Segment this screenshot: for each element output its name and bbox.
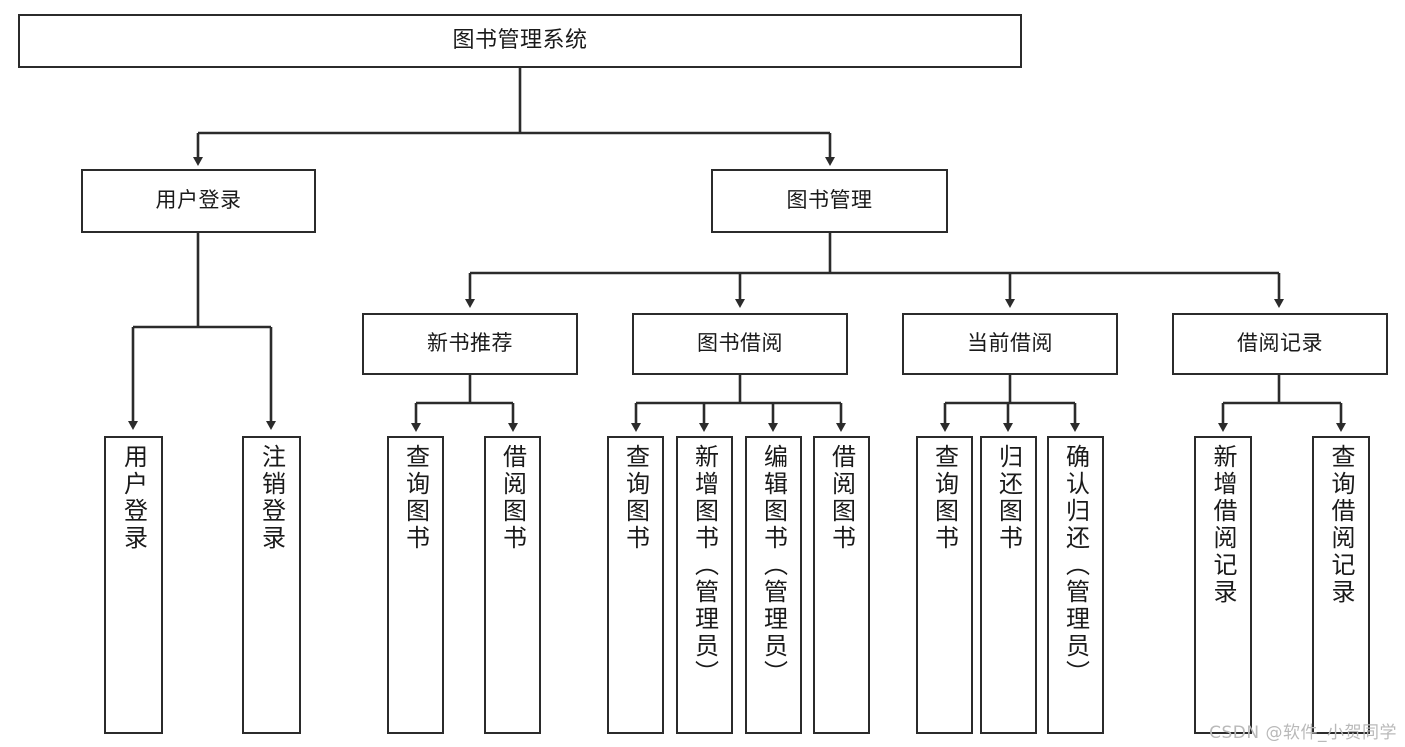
node-leaf-query-book-2-label: 查询图书 bbox=[621, 444, 650, 552]
node-leaf-query-record[interactable]: 查询借阅记录 bbox=[1312, 436, 1370, 734]
node-leaf-logout-login[interactable]: 注销登录 bbox=[242, 436, 301, 734]
node-leaf-edit-book[interactable]: 编辑图书（管理员） bbox=[745, 436, 802, 734]
node-root-label: 图书管理系统 bbox=[452, 27, 588, 53]
node-new-book-rec[interactable]: 新书推荐 bbox=[362, 313, 578, 375]
node-current-borrow-label: 当前借阅 bbox=[967, 331, 1053, 356]
node-leaf-query-book-1[interactable]: 查询图书 bbox=[387, 436, 444, 734]
node-new-book-rec-label: 新书推荐 bbox=[427, 331, 513, 356]
node-book-borrow[interactable]: 图书借阅 bbox=[632, 313, 848, 375]
node-book-manage[interactable]: 图书管理 bbox=[711, 169, 948, 233]
node-leaf-borrow-book-1[interactable]: 借阅图书 bbox=[484, 436, 541, 734]
csdn-watermark: CSDN @软件_小贺同学 bbox=[1209, 723, 1397, 743]
node-leaf-add-book[interactable]: 新增图书（管理员） bbox=[676, 436, 733, 734]
node-root[interactable]: 图书管理系统 bbox=[18, 14, 1022, 68]
node-leaf-logout-login-label: 注销登录 bbox=[257, 444, 286, 552]
node-leaf-return-book-label: 归还图书 bbox=[994, 444, 1023, 552]
node-leaf-borrow-book-1-label: 借阅图书 bbox=[498, 444, 527, 552]
node-user-login[interactable]: 用户登录 bbox=[81, 169, 316, 233]
node-leaf-borrow-book-2[interactable]: 借阅图书 bbox=[813, 436, 870, 734]
node-leaf-confirm-return-label: 确认归还（管理员） bbox=[1061, 444, 1090, 687]
node-leaf-confirm-return[interactable]: 确认归还（管理员） bbox=[1047, 436, 1104, 734]
node-current-borrow[interactable]: 当前借阅 bbox=[902, 313, 1118, 375]
node-borrow-record[interactable]: 借阅记录 bbox=[1172, 313, 1388, 375]
node-leaf-query-book-1-label: 查询图书 bbox=[401, 444, 430, 552]
node-leaf-user-login[interactable]: 用户登录 bbox=[104, 436, 163, 734]
node-leaf-query-record-label: 查询借阅记录 bbox=[1327, 444, 1355, 606]
node-leaf-query-book-3[interactable]: 查询图书 bbox=[916, 436, 973, 734]
node-leaf-edit-book-label: 编辑图书（管理员） bbox=[759, 444, 788, 687]
node-leaf-query-book-2[interactable]: 查询图书 bbox=[607, 436, 664, 734]
node-leaf-add-book-label: 新增图书（管理员） bbox=[690, 444, 719, 687]
node-leaf-user-login-label: 用户登录 bbox=[119, 444, 148, 552]
node-user-login-label: 用户登录 bbox=[155, 188, 242, 213]
node-leaf-add-record-label: 新增借阅记录 bbox=[1209, 444, 1237, 606]
node-leaf-add-record[interactable]: 新增借阅记录 bbox=[1194, 436, 1252, 734]
node-book-borrow-label: 图书借阅 bbox=[697, 331, 783, 356]
node-leaf-return-book[interactable]: 归还图书 bbox=[980, 436, 1037, 734]
node-leaf-borrow-book-2-label: 借阅图书 bbox=[827, 444, 856, 552]
node-borrow-record-label: 借阅记录 bbox=[1237, 331, 1323, 356]
node-book-manage-label: 图书管理 bbox=[786, 188, 873, 213]
node-leaf-query-book-3-label: 查询图书 bbox=[930, 444, 959, 552]
